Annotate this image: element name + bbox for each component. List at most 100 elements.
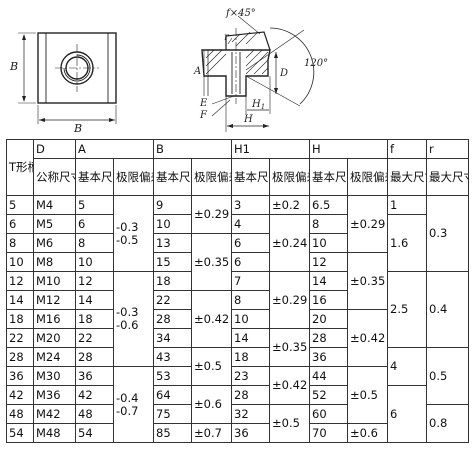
cell-h1-tolerance: ±0.5 (269, 404, 311, 443)
cell-h1-tolerance: ±0.35 (269, 328, 311, 367)
cell-h1-basic: 8 (231, 290, 271, 310)
cell-h-basic: 20 (309, 309, 349, 329)
cell-thread-d: M30 (33, 366, 76, 386)
cell-tslot-width: 5 (6, 195, 34, 215)
cell-a-basic: 18 (75, 309, 114, 329)
cell-a-basic: 48 (75, 404, 114, 424)
cell-b-basic: 85 (153, 423, 192, 443)
cell-h1-tolerance: ±0.2 (269, 195, 311, 215)
cell-a-tolerance: -0.3 -0.6 (113, 271, 154, 367)
cell-thread-d: M24 (33, 347, 76, 367)
cell-h1-basic: 32 (231, 404, 271, 424)
cell-h-tolerance: ±0.5 (347, 366, 389, 424)
cell-a-tolerance: -0.3 -0.5 (113, 195, 154, 272)
cell-a-basic: 22 (75, 328, 114, 348)
cell-a-basic: 8 (75, 233, 114, 253)
cell-h1-basic: 18 (231, 347, 271, 367)
cell-thread-d: M12 (33, 290, 76, 310)
dim-label-e: E (199, 98, 208, 109)
cell-f-max: 6 (387, 385, 428, 443)
cell-r-max: 0.4 (426, 271, 470, 348)
cell-thread-d: M16 (33, 309, 76, 329)
cell-tslot-width: 48 (6, 404, 34, 424)
cell-b-basic: 22 (153, 290, 192, 310)
subheader-tol: 极限偏差 (190, 158, 233, 196)
cell-tslot-width: 12 (6, 271, 34, 291)
cell-b-tolerance: ±0.7 (190, 423, 233, 443)
cell-h-basic: 14 (309, 271, 349, 291)
cell-thread-d: M36 (33, 385, 76, 405)
cell-f-max: 4 (387, 347, 428, 386)
cell-thread-d: M20 (33, 328, 76, 348)
cell-a-tolerance: -0.4 -0.7 (113, 366, 154, 443)
header-row-1: T形槽宽度ADABH1Hfr (6, 139, 470, 196)
cell-b-tolerance: ±0.5 (190, 347, 233, 386)
cell-thread-d: M8 (33, 252, 76, 272)
cell-a-basic: 10 (75, 252, 114, 272)
cell-a-basic: 6 (75, 214, 114, 234)
dim-label-f: F (199, 110, 208, 121)
cell-h-basic: 52 (309, 385, 349, 405)
cell-b-tolerance: ±0.6 (190, 385, 233, 424)
subheader-tol: 极限偏差 (113, 158, 154, 196)
header-row-2: 公称尺寸基本尺寸极限偏差基本尺寸极限偏差基本尺寸极限偏差基本尺寸极限偏差最大尺寸… (7, 158, 470, 196)
dim-label-r: r (224, 32, 230, 43)
cell-tslot-width: 10 (6, 252, 34, 272)
dim-label-f-chamfer: f×45° (225, 8, 256, 19)
cell-h1-tolerance: ±0.29 (269, 271, 311, 329)
cell-h-tolerance: ±0.6 (347, 423, 389, 443)
subheader-nominal: 公称尺寸 (33, 158, 76, 196)
cell-b-basic: 64 (153, 385, 192, 405)
cell-f-max: 1.6 (387, 214, 428, 272)
subheader-basic: 基本尺寸 (75, 158, 114, 196)
cell-f-max: 1 (387, 195, 428, 215)
t-nut-spec-table: T形槽宽度ADABH1Hfr公称尺寸基本尺寸极限偏差基本尺寸极限偏差基本尺寸极限… (6, 139, 470, 443)
header-d: D (33, 139, 76, 159)
header-tslot: T形槽宽度A (6, 139, 34, 196)
cell-h1-basic: 3 (231, 195, 271, 215)
dim-label-b-vertical: B (9, 60, 18, 73)
cell-h1-basic: 36 (231, 423, 271, 443)
dim-label-h: H (243, 114, 253, 125)
cell-b-basic: 10 (153, 214, 192, 234)
section-view (201, 15, 315, 132)
cell-thread-d: M5 (33, 214, 76, 234)
cell-b-basic: 15 (153, 252, 192, 272)
cell-h1-basic: 7 (231, 271, 271, 291)
cell-a-basic: 14 (75, 290, 114, 310)
subheader-max: 最大尺寸 (387, 158, 428, 196)
cell-b-basic: 18 (153, 271, 192, 291)
cell-b-basic: 28 (153, 309, 192, 329)
cell-h-basic: 44 (309, 366, 349, 386)
cell-tslot-width: 18 (6, 309, 34, 329)
cell-a-basic: 28 (75, 347, 114, 367)
cell-h1-basic: 6 (231, 233, 271, 253)
subheader-tol: 极限偏差 (269, 158, 311, 196)
header-f: f (387, 139, 428, 159)
cell-thread-d: M6 (33, 233, 76, 253)
cell-h1-basic: 10 (231, 309, 271, 329)
dim-label-d: D (279, 68, 288, 79)
cell-h-basic: 28 (309, 328, 349, 348)
cell-h1-basic: 23 (231, 366, 271, 386)
dim-label-angle: 120° (304, 58, 328, 69)
t-nut-technical-drawing: B B (9, 8, 328, 135)
cell-b-tolerance: ±0.29 (190, 195, 233, 234)
dim-label-a: A (193, 66, 201, 77)
subheader-max: 最大尺寸 (426, 158, 470, 196)
cell-h-basic: 16 (309, 290, 349, 310)
cell-b-basic: 53 (153, 366, 192, 386)
subheader-basic: 基本尺寸 (231, 158, 271, 196)
cell-h-basic: 8 (309, 214, 349, 234)
cell-h1-tolerance: ±0.42 (269, 366, 311, 405)
cell-a-basic: 12 (75, 271, 114, 291)
cell-tslot-width: 22 (6, 328, 34, 348)
cell-h-basic: 60 (309, 404, 349, 424)
